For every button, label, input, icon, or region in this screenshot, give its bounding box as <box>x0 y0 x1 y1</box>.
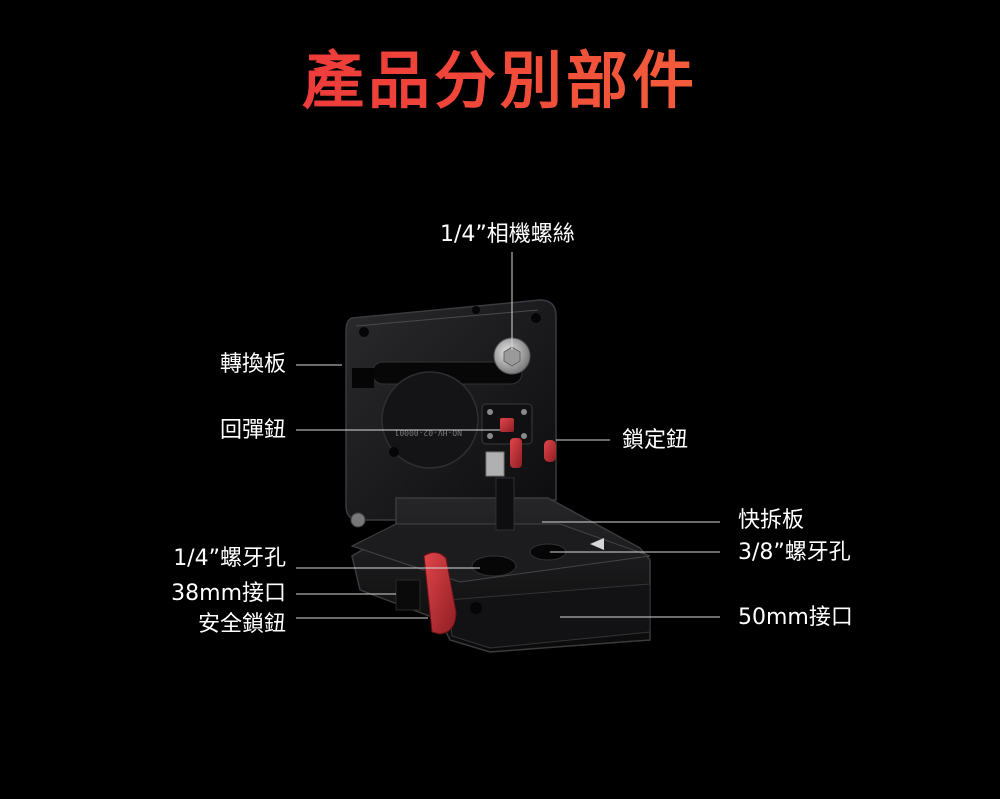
label-safety-lock: 安全鎖鈕 <box>197 612 286 637</box>
label-thread-3-8: 3/8”螺牙孔 <box>738 540 851 565</box>
label-spring-button: 回彈鈕 <box>219 418 286 443</box>
label-lock-button: 鎖定鈕 <box>622 428 689 453</box>
label-mount-38mm: 38mm接口 <box>171 581 286 606</box>
label-top-screw: 1/4”相機螺絲 <box>440 222 575 247</box>
page-title: 產品分別部件 <box>0 30 1000 120</box>
label-adapter-plate: 轉換板 <box>219 352 286 377</box>
engraving-text: NO-HV-02-00001 <box>394 428 462 437</box>
label-quick-release-plate: 快拆板 <box>738 508 805 533</box>
label-thread-1-4: 1/4”螺牙孔 <box>173 546 286 571</box>
label-mount-50mm: 50mm接口 <box>738 605 853 630</box>
